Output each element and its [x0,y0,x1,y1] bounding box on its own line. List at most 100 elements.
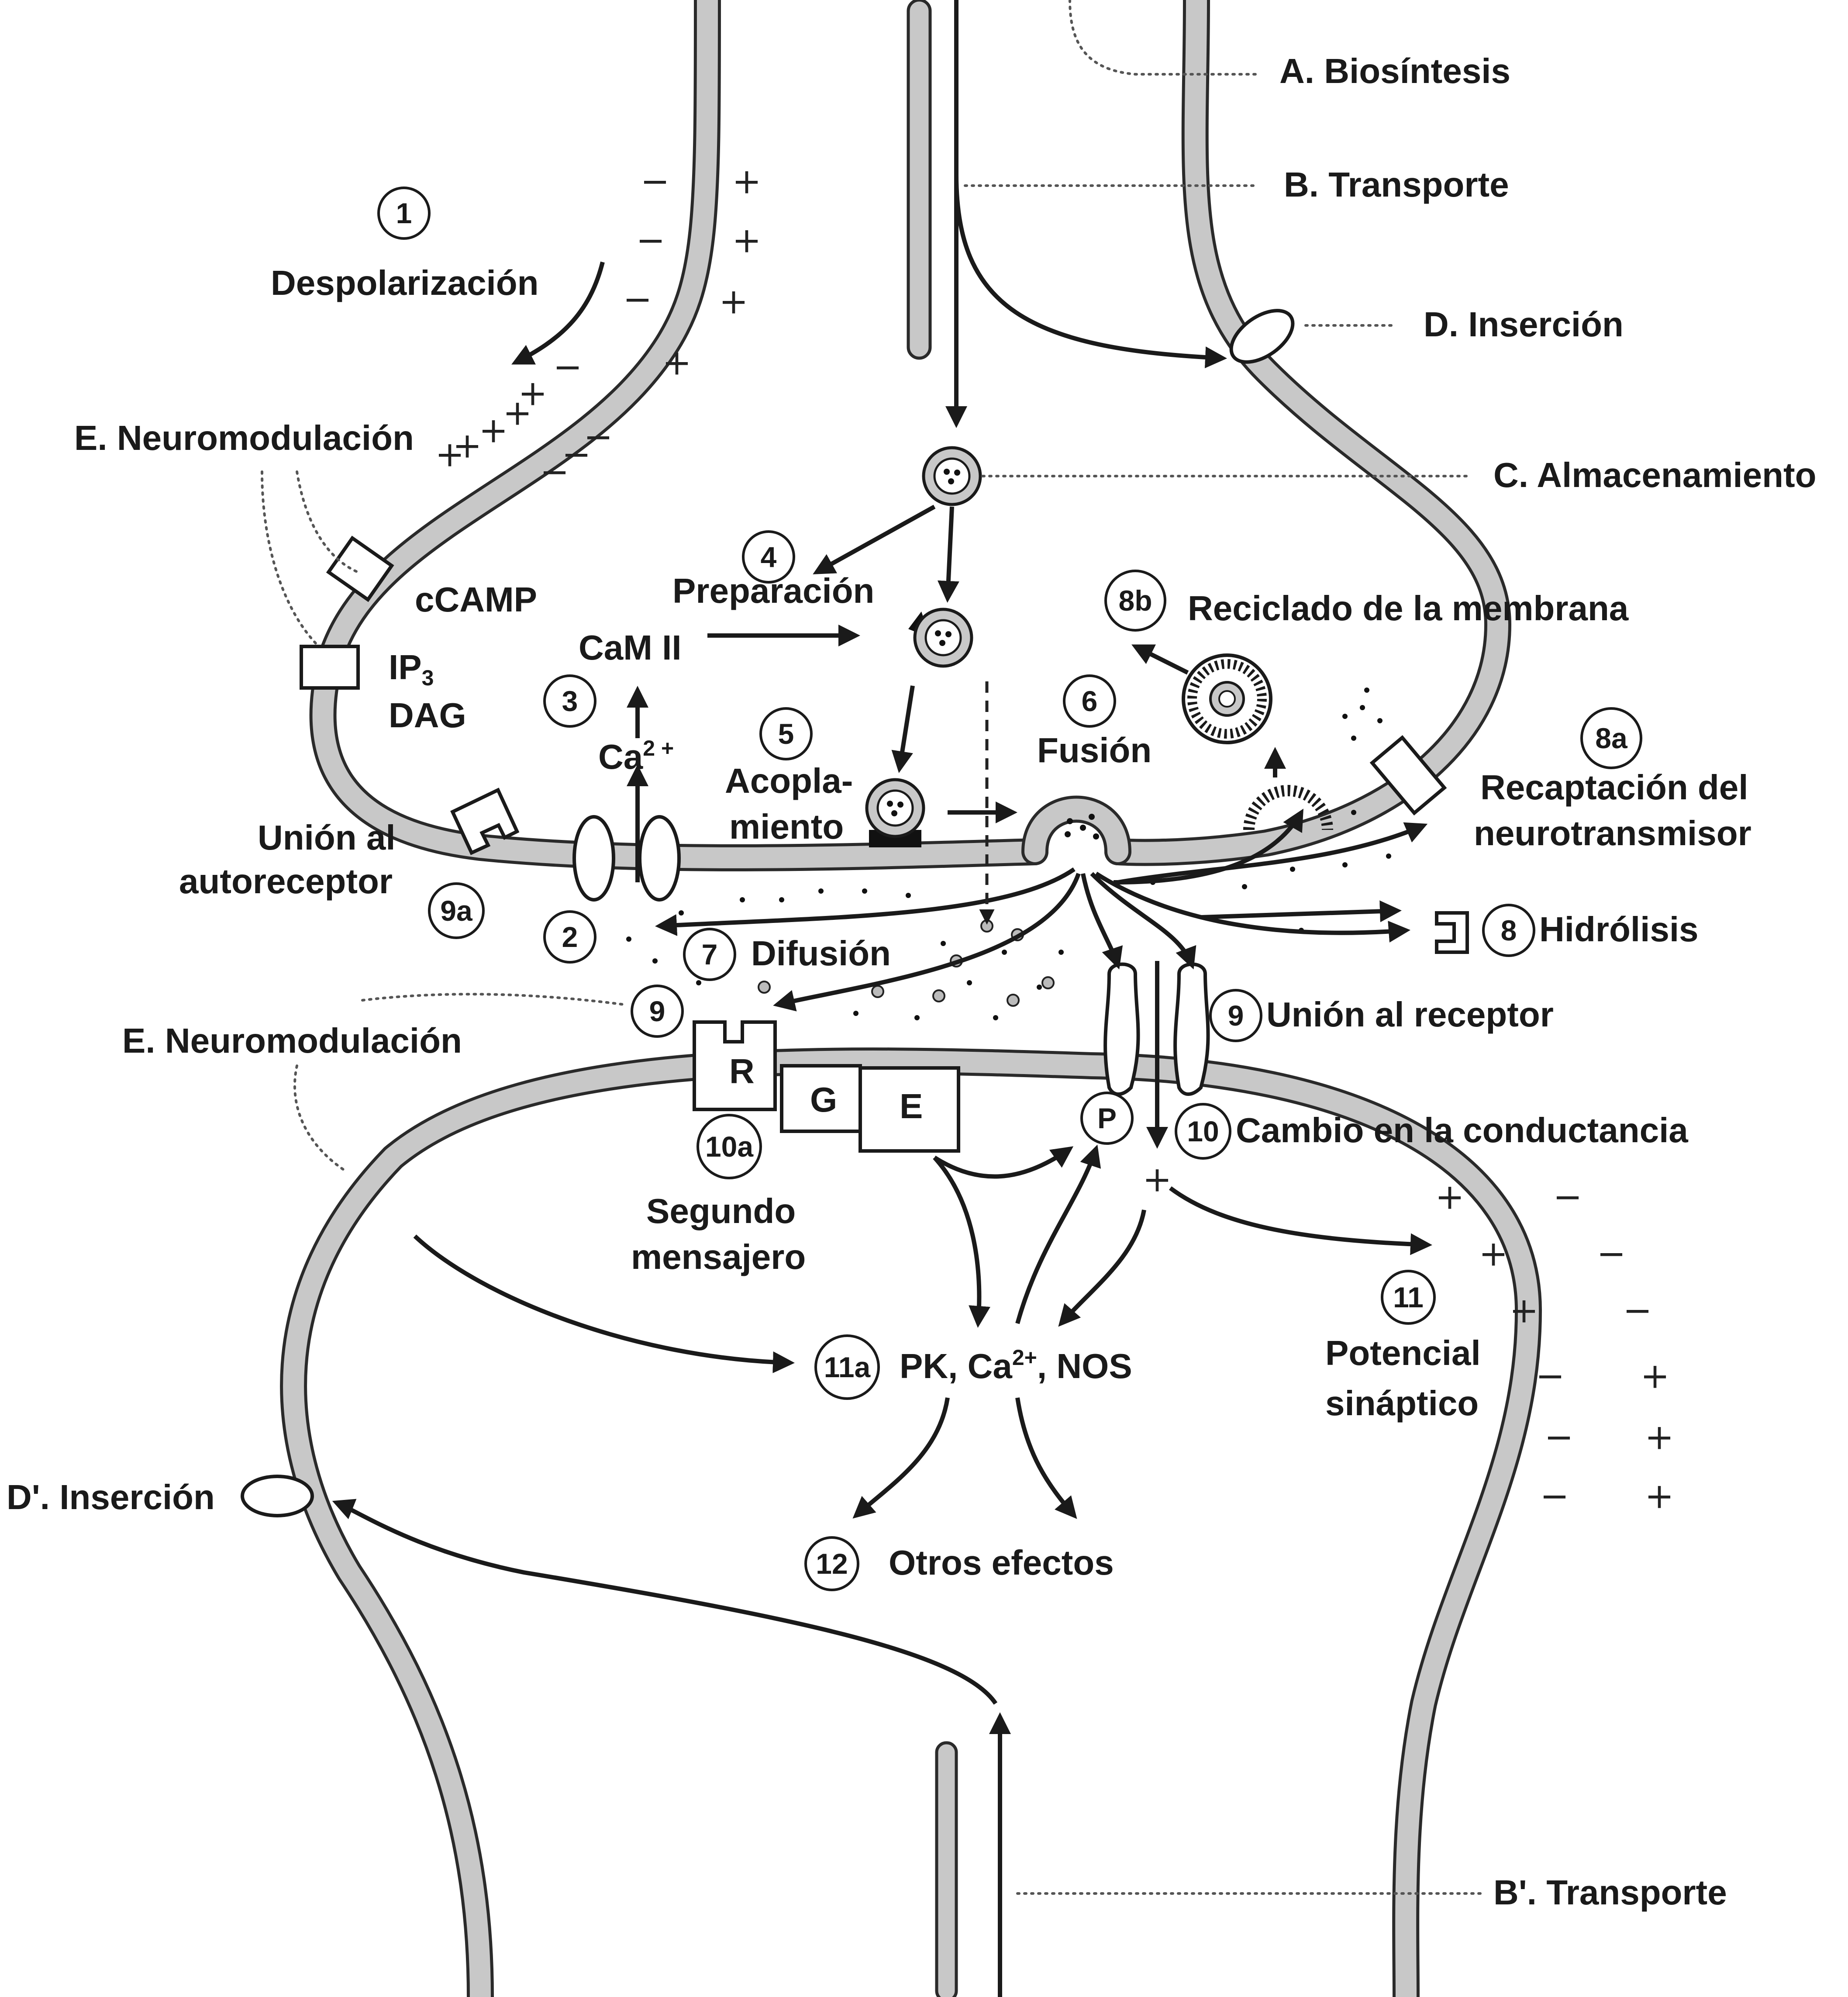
postsynaptic-membrane [280,1047,1542,1997]
svg-text:+: + [1645,1417,1674,1458]
label-almacenamiento: C. Almacenamiento [1493,456,1816,494]
label-recaptacion-1: Recaptación del [1480,768,1748,807]
svg-text:+: + [732,220,761,261]
svg-text:+: + [435,434,464,475]
svg-text:+: + [1645,1476,1674,1517]
step-9-left: 9 [631,985,684,1038]
step-5: 5 [759,707,813,760]
svg-text:+: + [518,373,547,414]
label-difusion: Difusión [751,934,891,973]
vesicle-storage [922,446,982,506]
label-acoplamiento-1: Acopla- [725,761,853,800]
svg-text:5: 5 [778,718,794,750]
svg-text:+: + [719,281,748,322]
step-10a: 10a [696,1114,762,1179]
label-segundo-1: Segundo [646,1192,796,1230]
svg-text:9: 9 [1228,999,1244,1032]
svg-text:+: + [1640,1356,1669,1396]
label-union-auto-2: autoreceptor [179,862,393,901]
svg-text:+: + [662,342,691,383]
svg-text:−: − [562,434,591,475]
step-6: 6 [1063,674,1116,728]
label-hidrolisis: Hidrólisis [1539,910,1699,949]
svg-text:8b: 8b [1118,584,1152,617]
cleft-neurotransmitter [626,688,1417,1020]
svg-text:7: 7 [702,938,718,971]
label-insercion: D. Inserción [1424,305,1624,344]
svg-text:+: + [1479,1233,1508,1274]
svg-text:−: − [1553,1177,1582,1217]
svg-text:−: − [583,417,613,457]
label-camii: CaM II [579,628,682,667]
label-biosintesis: A. Biosíntesis [1279,52,1510,90]
charges-postsynaptic: +− +− +− −+ −+ −+ + [1142,1159,1674,1517]
svg-text:−: − [553,347,582,387]
vesicle-primed [908,608,973,668]
svg-text:−: − [1535,1356,1565,1396]
svg-text:11a: 11a [824,1351,871,1383]
svg-text:−: − [623,279,652,320]
svg-text:2: 2 [562,921,578,953]
label-e: E [900,1087,923,1126]
label-despolarizacion: Despolarización [271,263,539,302]
label-fusion: Fusión [1037,731,1152,770]
step-1: 1 [377,187,431,240]
step-7: 7 [683,928,736,981]
vesicle-docked [865,778,925,847]
hydrolysis-enzyme [1435,911,1469,954]
svg-text:−: − [1596,1233,1626,1274]
svg-text:−: − [1540,1476,1569,1517]
label-potencial-2: sináptico [1325,1384,1479,1423]
leader-lines [261,0,1486,1895]
label-transporte: B. Transporte [1284,165,1509,204]
label-acoplamiento-2: miento [729,807,844,846]
label-segundo-2: mensajero [631,1237,806,1276]
svg-text:−: − [640,161,669,202]
step-8b: 8b [1104,570,1166,632]
svg-text:9a: 9a [440,895,473,927]
svg-text:+: + [1435,1177,1464,1217]
ip3-receptor [300,645,360,690]
label-potencial-1: Potencial [1325,1334,1481,1372]
camp-receptor [326,536,394,602]
microtubule [907,0,932,360]
fusion-neurotransmitter [1065,814,1099,840]
microtubule-lower [935,1741,958,1997]
svg-text:−: − [1544,1417,1573,1458]
reuptake-transporter [1369,735,1447,816]
insertion-channel-bottom [241,1475,314,1517]
svg-text:+: + [732,161,761,202]
effector-e [858,1066,960,1153]
label-cambio: Cambio en la conductancia [1236,1111,1688,1150]
svg-text:+: + [479,410,508,451]
label-neuromodulacion-bottom: E. Neuromodulación [122,1021,462,1060]
charges-presynaptic: −+ −+ −+ −+ ++ +++ −− − [435,161,761,492]
svg-text:9: 9 [649,995,665,1027]
label-recaptacion-2: neurotransmisor [1474,814,1751,853]
label-pk: PK, Ca2+, NOS [900,1345,1132,1385]
ca-channel [572,815,681,902]
svg-text:8a: 8a [1595,722,1628,754]
ionotropic-receptor [1103,962,1210,1096]
svg-text:+: + [1142,1159,1172,1200]
step-8: 8 [1482,904,1535,957]
svg-text:P: P [1097,1102,1117,1134]
svg-text:4: 4 [761,541,777,573]
label-union-receptor: Unión al receptor [1266,995,1554,1034]
svg-text:+: + [452,425,482,466]
svg-text:10: 10 [1187,1115,1219,1147]
step-11: 11 [1381,1270,1436,1325]
label-reciclado: Reciclado de la membrana [1188,589,1629,628]
svg-text:11: 11 [1393,1281,1424,1313]
svg-text:1: 1 [396,197,412,229]
label-g: G [810,1080,837,1119]
svg-text:+: + [503,393,532,433]
step-8a: 8a [1580,707,1642,769]
svg-text:8: 8 [1501,914,1517,947]
label-ip3: IP3 [389,648,434,690]
label-union-auto-1: Unión al [258,818,396,857]
svg-text:−: − [540,452,569,492]
vesicle-recycled [1182,653,1272,744]
svg-text:6: 6 [1082,685,1098,717]
step-11a: 11a [814,1334,880,1400]
